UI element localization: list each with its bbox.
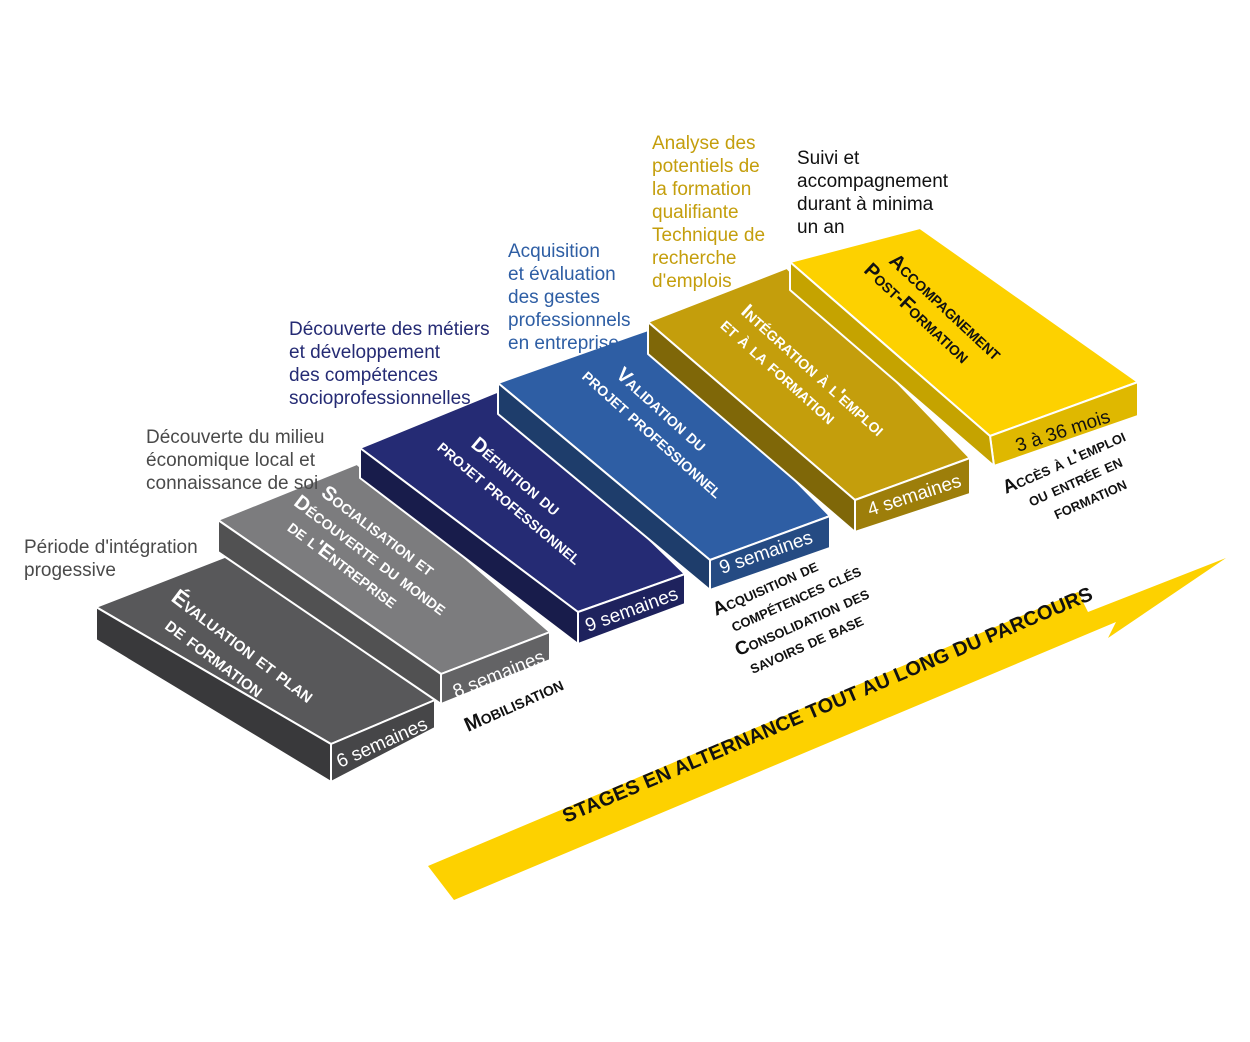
step-accompagnement: 3 à 36 mois Accompagnement Post-Formatio… <box>789 227 1139 467</box>
note-step-3: Découverte des métiers et développement … <box>289 319 490 409</box>
note-step-4: Acquisition et évaluation des gestes pro… <box>508 241 631 354</box>
note-step-2: Découverte du milieu économique local et… <box>146 427 325 494</box>
step-integration: 4 semaines Intégration à l'emploi et à l… <box>647 267 971 533</box>
note-step-1: Période d'intégration progessive <box>24 537 198 581</box>
arrow-shape <box>428 558 1226 900</box>
step-validation: 9 semaines Validation du projet professi… <box>497 329 831 591</box>
note-step-5: Analyse des potentiels de la formation q… <box>652 133 766 292</box>
note-step-6: Suivi et accompagnement durant à minima … <box>797 148 949 238</box>
